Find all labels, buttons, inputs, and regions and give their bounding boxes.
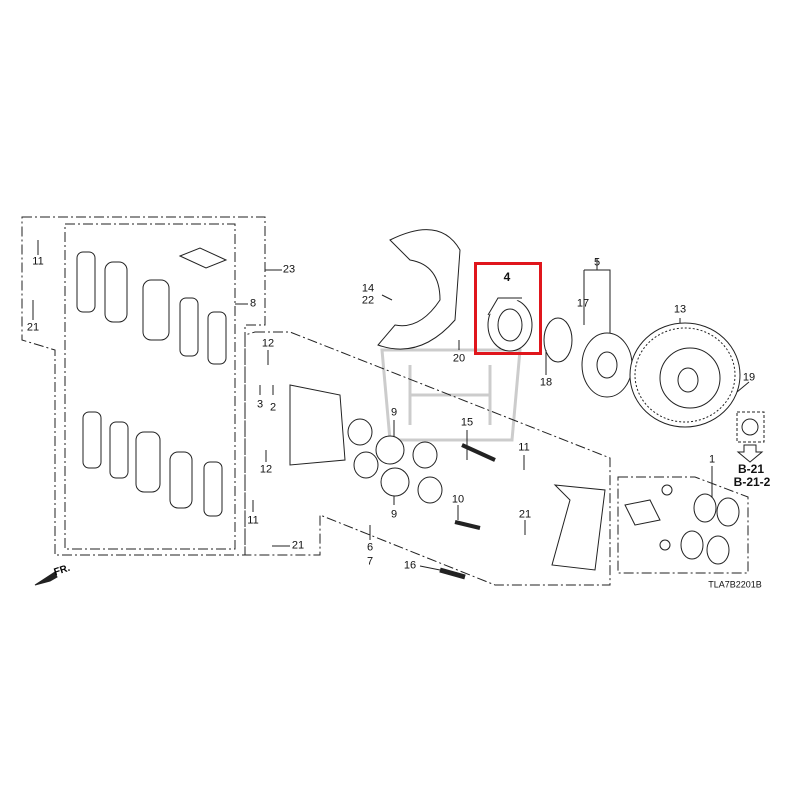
- part-label: 10: [451, 493, 465, 506]
- pin-10: [454, 520, 481, 530]
- part-label: 5: [593, 256, 601, 269]
- part-label: 3: [256, 398, 264, 411]
- reference-code: TLA7B2201B: [708, 579, 762, 590]
- part-label: 1: [708, 453, 716, 466]
- pistons-seals: [347, 418, 443, 504]
- part-label: 18: [539, 376, 553, 389]
- ref-arrow-icon: [736, 444, 764, 463]
- part-label: 14: [361, 282, 375, 295]
- caliper-bracket: [551, 484, 606, 571]
- group-box-6-7: [244, 331, 611, 586]
- caliper-kit-parts: [624, 484, 740, 565]
- hub-bearing: [487, 297, 533, 352]
- brake-disc: [629, 322, 741, 428]
- front-arrow-icon: [34, 571, 58, 586]
- part-label: 23: [282, 263, 296, 276]
- part-label: 7: [366, 555, 374, 568]
- part-label-highlighted: 4: [503, 270, 511, 284]
- part-label: 20: [452, 352, 466, 365]
- group-box-8: [64, 223, 236, 550]
- caliper-body: [289, 384, 346, 466]
- part-label: 13: [673, 303, 687, 316]
- part-label: 2: [269, 401, 277, 414]
- brake-pads: [76, 247, 228, 517]
- part-label: 19: [742, 371, 756, 384]
- part-label: 21: [26, 321, 40, 334]
- group-box-23: [21, 216, 266, 556]
- part-label: 17: [576, 297, 590, 310]
- part-label: 11: [518, 441, 530, 454]
- part-label: 9: [390, 508, 398, 521]
- part-label: 12: [261, 337, 275, 350]
- ref-label-b21: B-21: [737, 462, 765, 476]
- nut-detail-box: [736, 411, 765, 443]
- dust-shield: [377, 229, 461, 350]
- group-box-1: [617, 476, 749, 574]
- part-label: 11: [247, 514, 259, 527]
- part-label: 16: [403, 559, 417, 572]
- snap-ring: [543, 317, 573, 363]
- part-label: 22: [361, 294, 375, 307]
- part-label: 8: [249, 297, 257, 310]
- ref-label-b21-2: B-21-2: [733, 475, 771, 489]
- part-label: 21: [291, 539, 305, 552]
- part-label: 15: [460, 416, 474, 429]
- part-label: 21: [518, 508, 532, 521]
- part-label: 11: [32, 255, 44, 268]
- highlight-box-part-4: [474, 262, 542, 355]
- pin-15: [461, 443, 496, 462]
- part-label: 9: [390, 406, 398, 419]
- part-label: 12: [259, 463, 273, 476]
- bolt-16: [439, 567, 466, 580]
- hub-unit: [581, 332, 633, 398]
- part-label: 6: [366, 541, 374, 554]
